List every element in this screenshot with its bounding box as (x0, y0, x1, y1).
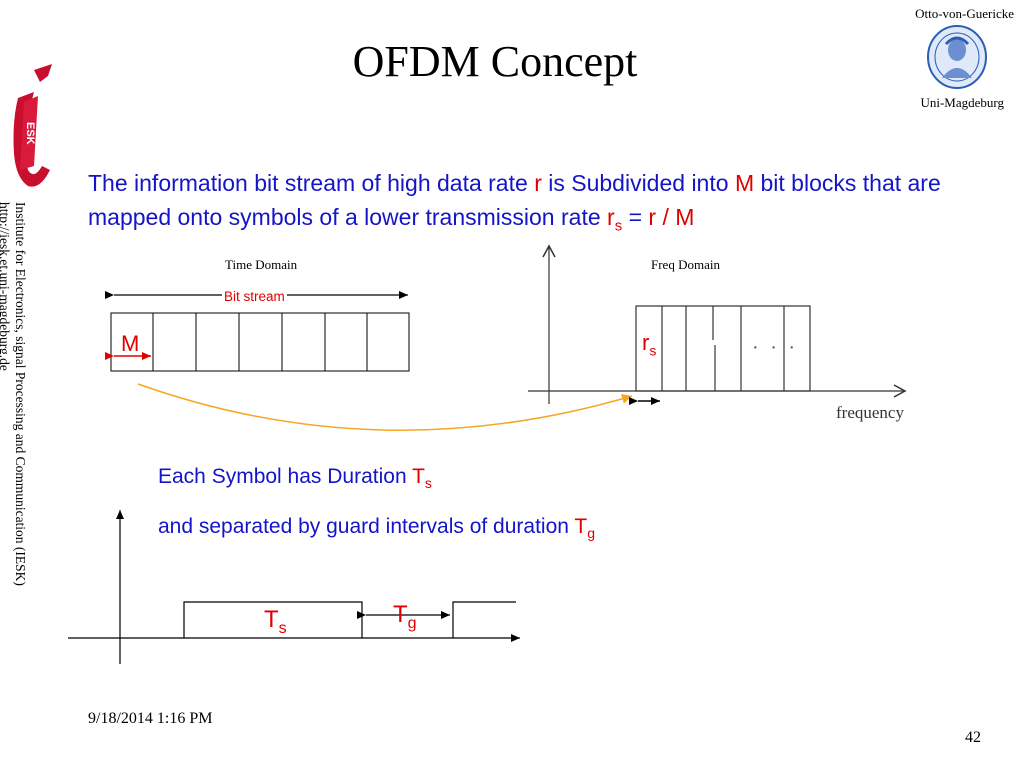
page-number: 42 (965, 729, 981, 746)
university-name-bottom: Uni-Magdeburg (920, 95, 1004, 110)
mapping-arrow (137, 383, 633, 431)
var-M: M (734, 170, 755, 196)
symbol-duration-text: Each Symbol has Duration Ts (158, 465, 432, 491)
equals-sign: = (622, 204, 649, 230)
var-r: r (534, 170, 542, 196)
freq-domain-label: Freq Domain (651, 257, 720, 272)
intro-text-3: bit blocks that are mapped onto symbols … (88, 170, 941, 230)
symbol-duration-label: Ts (264, 606, 287, 638)
symbol-duration-prefix: Each Symbol has Duration (158, 465, 413, 488)
time-domain-label: Time Domain (225, 257, 298, 272)
intro-text-1: The information bit stream of high data … (88, 170, 535, 196)
frequency-axis-label: frequency (836, 403, 904, 422)
tg-inline-sub: g (587, 525, 596, 542)
subcarrier-blocks (635, 305, 811, 392)
rs-main: r (642, 330, 650, 355)
symbol-rate-label: rs (642, 330, 656, 358)
guard-interval-text: and separated by guard intervals of dura… (158, 515, 595, 541)
ratio-r-over-M: r / M (648, 204, 695, 230)
var-rs-main: r (607, 204, 615, 230)
bit-stream-blocks (110, 312, 410, 372)
ts-inline-main: T (412, 465, 425, 488)
slide-date: 9/18/2014 1:16 PM (88, 710, 213, 727)
tg-main: T (393, 601, 408, 628)
var-rs-sub: s (614, 217, 623, 235)
iesk-logo-icon: ESK (13, 64, 52, 187)
university-seal-icon (927, 25, 987, 89)
block-size-label: M (121, 331, 140, 356)
ts-inline: Ts (412, 465, 432, 492)
symbol-pulse-2 (452, 601, 516, 638)
guard-interval-label: Tg (393, 601, 417, 633)
symbol-pulse-1 (183, 601, 363, 638)
bit-stream-label: Bit stream (222, 289, 287, 304)
page-title: OFDM Concept (352, 37, 638, 86)
rs-sub: s (649, 342, 657, 359)
ts-sub: s (278, 619, 287, 637)
tg-inline: Tg (574, 515, 596, 542)
intro-text-2: is Subdivided into (541, 170, 735, 196)
tg-sub: g (407, 614, 417, 632)
more-subcarriers-ellipsis: · · · (752, 336, 799, 358)
ts-inline-sub: s (424, 475, 432, 492)
ts-main: T (264, 606, 279, 633)
tg-inline-main: T (574, 515, 588, 538)
intro-paragraph: The information bit stream of high data … (88, 166, 1008, 244)
svg-text:ESK: ESK (24, 122, 36, 145)
guard-interval-prefix: and separated by guard intervals of dura… (158, 515, 575, 538)
var-rs: rs (607, 204, 622, 235)
university-name-top: Otto-von-Guericke (915, 6, 1014, 21)
